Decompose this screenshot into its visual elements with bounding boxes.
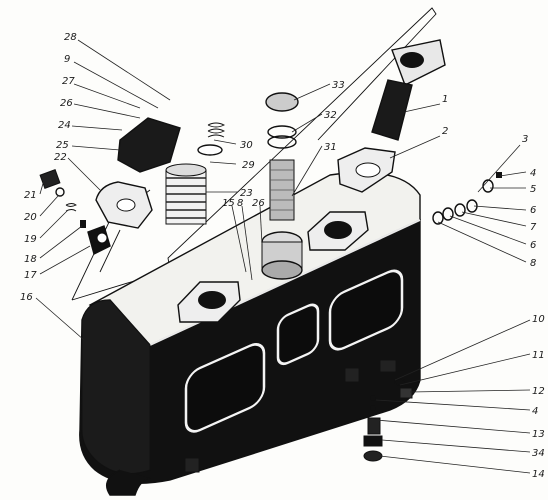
label-17: 17 [24,270,37,281]
left-filter-assembly [39,117,226,256]
part-number-labels: 1 2 3 4 5 6 7 6 8 10 11 12 4 13 34 14 28… [20,32,545,480]
label-33: 33 [332,80,345,91]
label-29: 29 [242,160,255,171]
label-7: 7 [530,222,537,233]
label-4: 4 [530,168,536,179]
label-4-lower: 4 [532,406,538,417]
label-30: 30 [240,140,253,151]
label-9: 9 [64,54,70,65]
tank-foot [344,367,360,383]
label-14: 14 [532,469,545,480]
label-18: 18 [24,254,37,265]
label-28: 28 [64,32,77,43]
label-26-center: 26 [252,198,265,209]
spring-coil [207,122,226,138]
label-20: 20 [24,212,37,223]
label-31: 31 [324,142,337,153]
label-32: 32 [324,110,337,121]
label-24: 24 [58,120,71,131]
filler-pipe-assembly [337,39,446,193]
label-1: 1 [442,94,448,105]
leader-lines [35,39,531,474]
label-22: 22 [54,152,67,163]
label-23: 23 [240,188,253,199]
strainer-assembly [265,92,299,221]
tank-foot [184,457,200,473]
label-16: 16 [20,292,33,303]
label-27: 27 [62,76,75,87]
drain-pipe [106,469,151,496]
label-5: 5 [530,184,536,195]
label-15: 15 [222,198,235,209]
label-25: 25 [56,140,69,151]
label-10: 10 [532,314,545,325]
label-8: 8 [530,258,536,269]
label-11: 11 [532,350,545,361]
label-19: 19 [24,234,37,245]
label-12: 12 [532,386,545,397]
fuel-tank-body [79,171,421,496]
label-2: 2 [442,126,448,137]
label-34: 34 [532,448,545,459]
label-13: 13 [532,429,545,440]
label-21: 21 [24,190,37,201]
label-3: 3 [522,134,528,145]
label-26: 26 [60,98,73,109]
label-6: 6 [530,205,536,216]
label-8-center: 8 [237,198,243,209]
tank-recess-panels [184,269,404,433]
filter-element [165,163,207,225]
label-6-lower: 6 [530,240,536,251]
